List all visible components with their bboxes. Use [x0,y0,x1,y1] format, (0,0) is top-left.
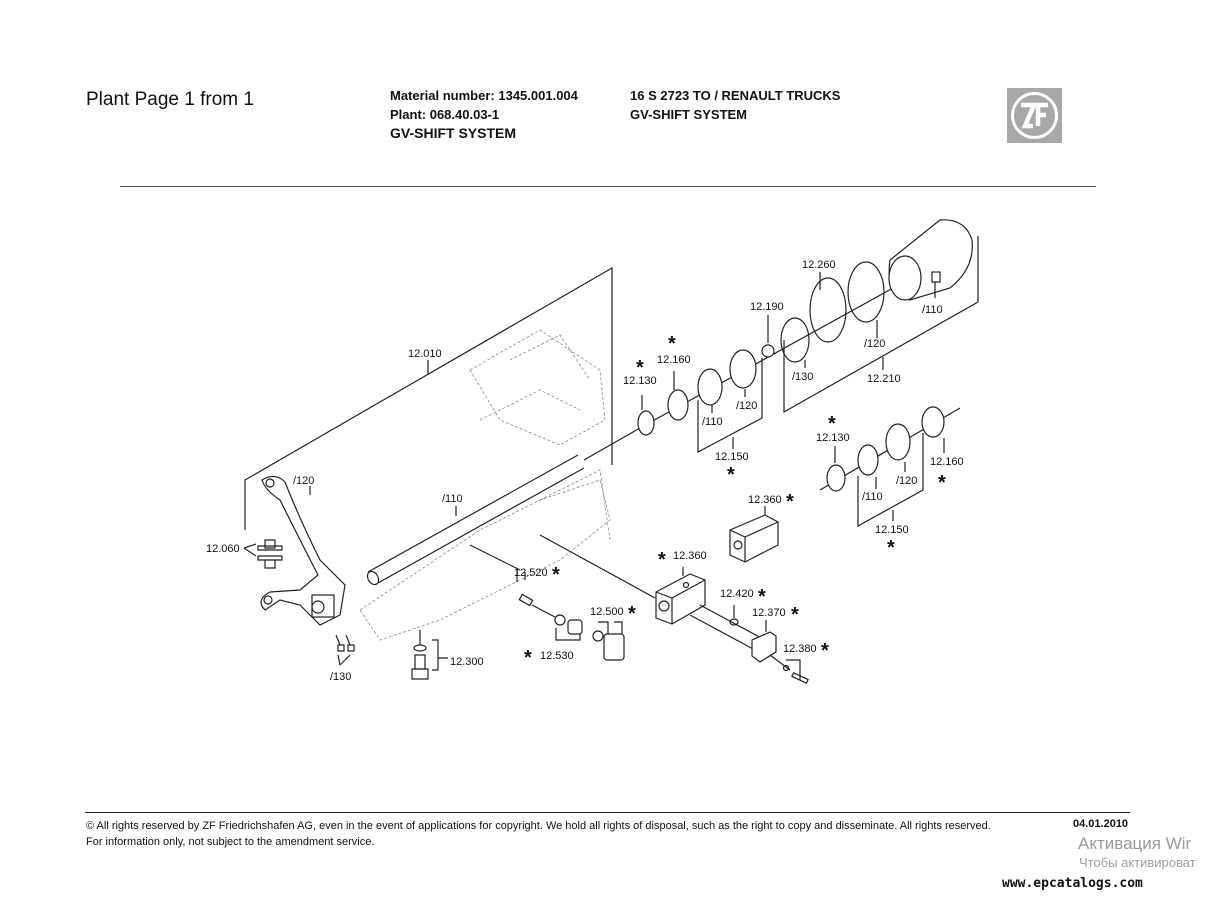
system-name-right: GV-SHIFT SYSTEM [630,107,748,122]
star-12380: * [821,640,829,662]
valve-block-lower [655,573,706,625]
label-110-lower: /110 [862,491,883,503]
page-title: Plant Page 1 from 1 [86,89,254,110]
label-12060: 12.060 [206,543,240,555]
label-12300: 12.300 [450,656,484,668]
label-12160-upper: 12.160 [657,354,691,366]
copyright-notice: © All rights reserved by ZF Friedrichsha… [86,820,991,832]
label-12420: 12.420 [720,588,754,600]
valve-block-upper [729,514,779,563]
windows-activation-subtitle: Чтобы активироват [1079,855,1196,870]
label-130-upper: /130 [792,371,813,383]
label-12160-lower: 12.160 [930,456,964,468]
label-fork-130: /130 [330,671,351,683]
label-12130-upper: 12.130 [623,375,657,387]
piston-stack-lower [826,406,945,492]
star-12130a: * [636,357,644,379]
piston-stack-upper [637,261,885,436]
housing-outline [359,329,611,641]
plug-12300 [411,630,448,680]
header-product-block: 16 S 2723 TO / RENAULT TRUCKS GV-SHIFT S… [630,86,840,124]
star-12150a: * [727,464,735,486]
footer-divider [85,812,1130,813]
label-110-cyl: /110 [922,304,943,316]
label-120-cyl: /120 [864,338,885,350]
shift-rod [366,427,641,586]
label-fork-120: /120 [293,475,314,487]
star-12360a: * [658,549,666,571]
star-12130b: * [828,413,836,435]
label-12260: 12.260 [802,259,836,271]
label-12150-lower: 12.150 [875,524,909,536]
material-number: Material number: 1345.001.004 [390,88,578,103]
label-110-upper: /110 [702,416,723,428]
star-12420: * [758,586,766,608]
label-12520: 12.520 [514,567,548,579]
website-watermark: www.epcatalogs.com [1002,876,1143,891]
information-notice: For information only, not subject to the… [86,836,375,848]
label-12130-lower: 12.130 [816,432,850,444]
label-120-upper: /120 [736,400,757,412]
label-12150-upper: 12.150 [715,451,749,463]
label-12380: 12.380 [783,643,817,655]
label-shaft-110: /110 [442,493,463,505]
windows-activation-title: Активация Wir [1078,834,1192,853]
system-name-left: GV-SHIFT SYSTEM [390,125,517,141]
label-12190: 12.190 [750,301,784,313]
shift-fork [260,475,346,626]
transmission-model: 16 S 2723 TO / RENAULT TRUCKS [630,88,841,103]
star-12150b: * [887,537,895,559]
footer-text: © All rights reserved by ZF Friedrichsha… [86,818,991,850]
label-120-lower: /120 [896,475,917,487]
star-12530: * [524,647,532,669]
zf-logo [1007,88,1062,143]
label-12530: 12.530 [540,650,574,662]
label-12370: 12.370 [752,607,786,619]
label-12500: 12.500 [590,606,624,618]
header-divider [120,186,1096,187]
bracket-12010 [244,266,613,530]
bracket-12150b [857,433,924,528]
label-12010: 12.010 [408,348,442,360]
star-12160b: * [938,472,946,494]
label-12360-lower: 12.360 [673,550,707,562]
document-date: 04.01.2010 [1073,818,1129,830]
star-12370: * [791,604,799,626]
star-12360b: * [786,491,794,513]
star-12500: * [628,603,636,625]
bracket-12210 [783,236,979,414]
label-12360-upper: 12.360 [748,494,782,506]
bracket-12150a [697,358,763,453]
header-material-block: Material number: 1345.001.004 Plant: 068… [390,86,578,143]
star-12520: * [552,564,560,586]
plant-number: Plant: 068.40.03-1 [390,107,500,122]
star-12160a: * [668,333,676,355]
cylinder-housing [888,219,973,301]
label-12210: 12.210 [867,373,901,385]
